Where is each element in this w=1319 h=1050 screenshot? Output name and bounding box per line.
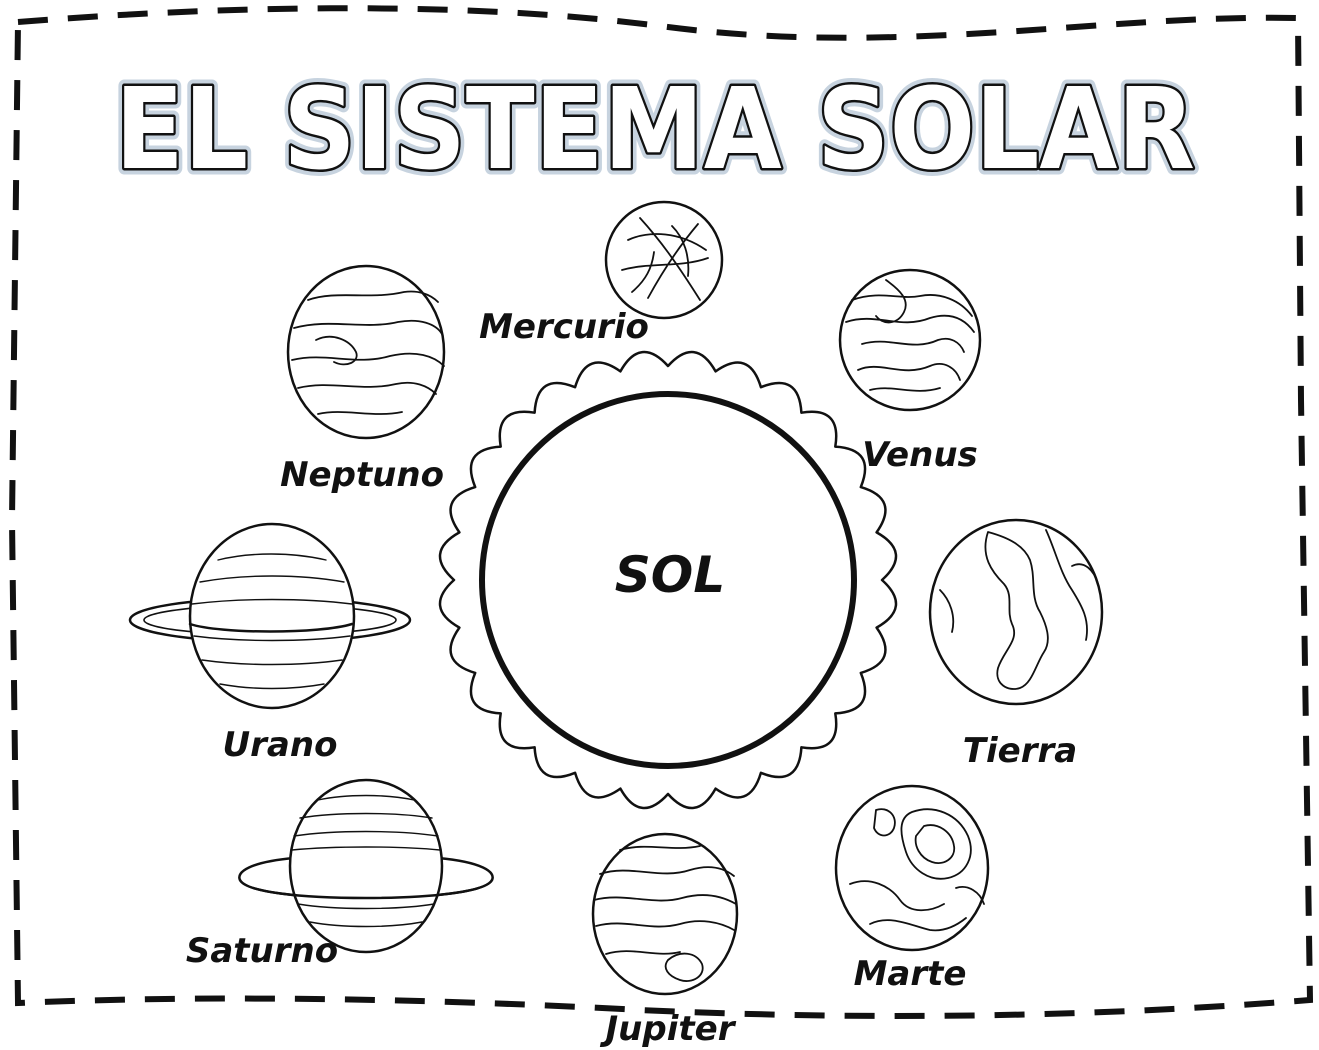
title-halo: EL SISTEMA SOLAR [115, 65, 1195, 195]
dashed-border [8, 5, 1314, 1019]
saturno-disk [288, 778, 444, 954]
jupiter-bands [593, 845, 737, 982]
sun-disk [479, 391, 857, 769]
label-urano: Urano [223, 725, 338, 765]
tierra-continents [939, 529, 1099, 690]
label-mercurio: Mercurio [479, 307, 649, 347]
neptuno-bands [291, 290, 445, 415]
label-venus: Venus [862, 435, 978, 475]
planet-venus [838, 268, 982, 412]
label-tierra: Tierra [963, 731, 1077, 771]
planet-jupiter [591, 832, 739, 996]
urano-ring-front [188, 622, 354, 633]
label-jupiter: Jupiter [600, 1009, 737, 1049]
mercurio-craters [621, 217, 709, 301]
venus-surface [845, 279, 975, 392]
jupiter-disk [591, 832, 739, 996]
sun-label: SOL [615, 546, 725, 604]
planet-mercurio [604, 200, 724, 320]
tierra-disk [928, 518, 1104, 706]
label-marte: Marte [854, 954, 967, 994]
planet-saturno [238, 778, 494, 954]
page-title: EL SISTEMA SOLAR [115, 65, 1195, 195]
planet-marte [834, 784, 990, 952]
planet-tierra [928, 518, 1104, 706]
planet-urano [128, 522, 412, 710]
planet-neptuno [286, 264, 446, 440]
neptuno-disk [286, 264, 446, 440]
sun: SOL [438, 350, 898, 810]
saturno-ring-front [238, 878, 494, 900]
label-saturno: Saturno [186, 931, 338, 971]
urano-disk [188, 522, 356, 710]
marte-surface [849, 808, 985, 932]
venus-disk [838, 268, 982, 412]
urano-bands [191, 553, 353, 690]
saturno-bands [291, 794, 441, 928]
label-neptuno: Neptuno [280, 455, 444, 495]
